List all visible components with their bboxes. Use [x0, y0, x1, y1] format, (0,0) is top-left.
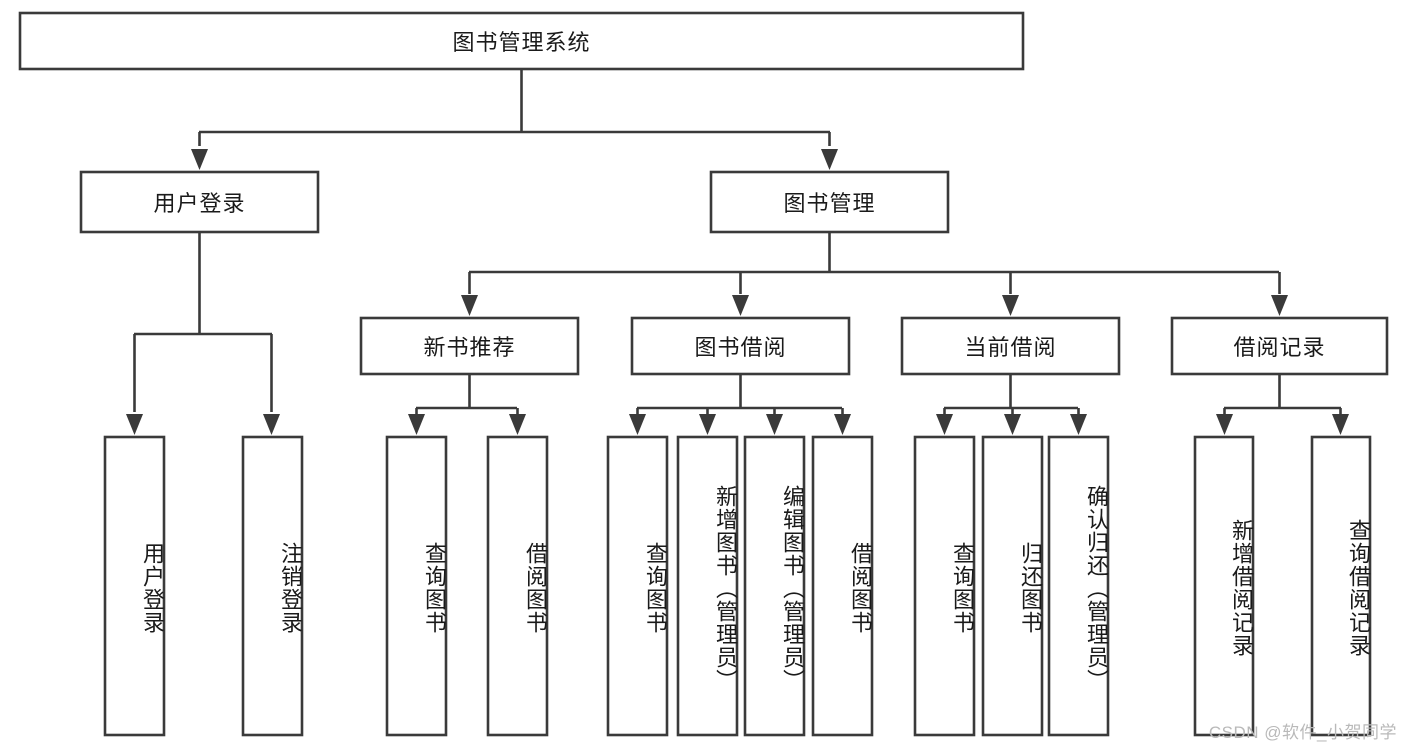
node-box-leaf-query-record[interactable]: [1310, 435, 1372, 737]
arrow-head-icon: [699, 414, 716, 435]
node-box-new-book-rec[interactable]: [359, 316, 580, 376]
node-box-leaf-query-book-current[interactable]: [913, 435, 976, 737]
node-box-leaf-user-login[interactable]: [103, 435, 166, 737]
arrow-head-icon: [1271, 295, 1288, 316]
arrow-head-icon: [461, 295, 478, 316]
arrow-head-icon: [1070, 414, 1087, 435]
arrow-head-icon: [1004, 414, 1021, 435]
node-box-leaf-query-book-rec[interactable]: [385, 435, 448, 737]
arrow-head-icon: [732, 295, 749, 316]
node-box-book-borrow[interactable]: [630, 316, 851, 376]
node-box-leaf-confirm-return[interactable]: [1047, 435, 1110, 737]
node-box-leaf-query-book-borrow[interactable]: [606, 435, 669, 737]
arrow-head-icon: [263, 414, 280, 435]
arrow-head-icon: [834, 414, 851, 435]
node-box-borrow-record[interactable]: [1170, 316, 1389, 376]
arrow-head-icon: [936, 414, 953, 435]
node-box-book-manage[interactable]: [709, 170, 950, 234]
node-box-leaf-add-book[interactable]: [676, 435, 739, 737]
arrow-head-icon: [126, 414, 143, 435]
node-box-current-borrow[interactable]: [900, 316, 1121, 376]
arrow-head-icon: [509, 414, 526, 435]
arrow-head-icon: [1002, 295, 1019, 316]
node-box-root[interactable]: [18, 11, 1025, 71]
node-box-leaf-return-book[interactable]: [981, 435, 1044, 737]
arrow-head-icon: [408, 414, 425, 435]
arrow-head-icon: [1216, 414, 1233, 435]
arrow-head-icon: [766, 414, 783, 435]
arrow-head-icon: [629, 414, 646, 435]
node-box-leaf-borrow-book[interactable]: [811, 435, 874, 737]
node-box-leaf-edit-book[interactable]: [743, 435, 806, 737]
connectors-layer: [126, 69, 1349, 435]
arrow-head-icon: [191, 149, 208, 170]
arrow-head-icon: [821, 149, 838, 170]
node-boxes-layer: [18, 11, 1389, 737]
node-box-leaf-user-logout[interactable]: [241, 435, 304, 737]
node-box-leaf-borrow-book-rec[interactable]: [486, 435, 549, 737]
arrow-head-icon: [1332, 414, 1349, 435]
node-box-leaf-add-record[interactable]: [1193, 435, 1255, 737]
node-box-user-login[interactable]: [79, 170, 320, 234]
csdn-watermark: CSDN @软件_小贺同学: [1208, 723, 1397, 742]
